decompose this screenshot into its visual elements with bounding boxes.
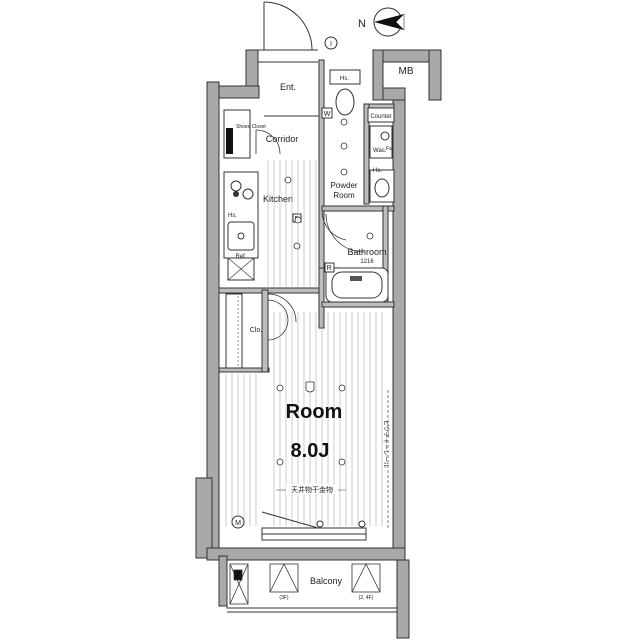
partition-right-icon (351, 563, 381, 593)
bathroom-label: Bathroom (347, 247, 386, 257)
washer: Was. Fs. (369, 125, 393, 159)
basin-hs-label: Hs. (373, 168, 382, 174)
compass-icon: N (358, 7, 405, 37)
counter-label: Counter (370, 114, 391, 120)
fs-label: Fs. (386, 146, 393, 152)
bath-r-label: R (326, 265, 331, 272)
shoes-closet-label: Shoes Closet (236, 124, 266, 130)
balcony-label: Balcony (310, 576, 343, 586)
closet-label: Clo. (250, 327, 263, 334)
closet-door[interactable] (267, 299, 289, 341)
corridor-label: Corridor (266, 134, 299, 144)
counter-box (367, 107, 395, 123)
powder-lights (340, 118, 348, 176)
closet[interactable]: Clo. (225, 293, 263, 369)
bathroom-door[interactable] (325, 213, 365, 253)
balcony-area (226, 559, 398, 613)
ceiling-fixture-bg (286, 484, 338, 494)
w-marker: W (321, 107, 333, 119)
kitchen-hs-label: Hs. (228, 213, 237, 219)
bath-r-marker: R (324, 262, 335, 273)
bath-size-label: 1216 (360, 259, 374, 265)
kitchen-lights (284, 176, 302, 250)
ceiling-light-icon (305, 381, 315, 393)
bath-light (366, 232, 374, 240)
interior-walls (218, 59, 395, 373)
circle-i-marker: I (324, 36, 338, 50)
balcony-window[interactable] (261, 511, 367, 541)
partition-left-icon (269, 563, 299, 593)
mb-label: MB (399, 66, 414, 77)
toilet-hs-label: Hs. (340, 76, 349, 82)
kitchen-counter (223, 171, 259, 259)
washer-label: Was. (373, 148, 387, 154)
outer-walls (195, 49, 442, 639)
room-name: Room (286, 401, 343, 423)
floors-right-label: (2, 4F) (359, 595, 374, 601)
refrigerator-label: Ref. (235, 254, 246, 260)
evacuation-hatch-icon (229, 563, 249, 605)
powder-room-door[interactable] (321, 211, 347, 241)
w-label: W (324, 111, 331, 118)
room-door[interactable] (267, 293, 297, 323)
room-lights (276, 384, 346, 466)
wash-basin: Hs. (369, 168, 395, 203)
m-marker: M (231, 515, 245, 529)
entrance-door[interactable] (258, 1, 318, 63)
bathtub (325, 267, 389, 303)
refrigerator: Ref. (227, 254, 255, 281)
compass-north-label: N (358, 18, 366, 30)
m-label: M (235, 520, 241, 527)
toilet: Hs. (329, 69, 361, 116)
picture-rail-label: ピクチャーレール (382, 420, 389, 468)
entrance-label: Ent. (280, 82, 296, 92)
floors-left-label: (3F) (279, 595, 289, 601)
corridor-door[interactable] (255, 129, 281, 155)
shoes-closet[interactable]: Shoes Closet (223, 109, 266, 159)
kitchen-label: Kitchen (263, 194, 293, 204)
room-size: 8.0J (291, 440, 330, 462)
ceiling-fixture-label: 天井物干金物 (291, 485, 333, 494)
powder-room-label-1: Powder (330, 181, 357, 190)
circle-i-label: I (330, 41, 332, 48)
powder-room-label-2: Room (333, 191, 355, 200)
